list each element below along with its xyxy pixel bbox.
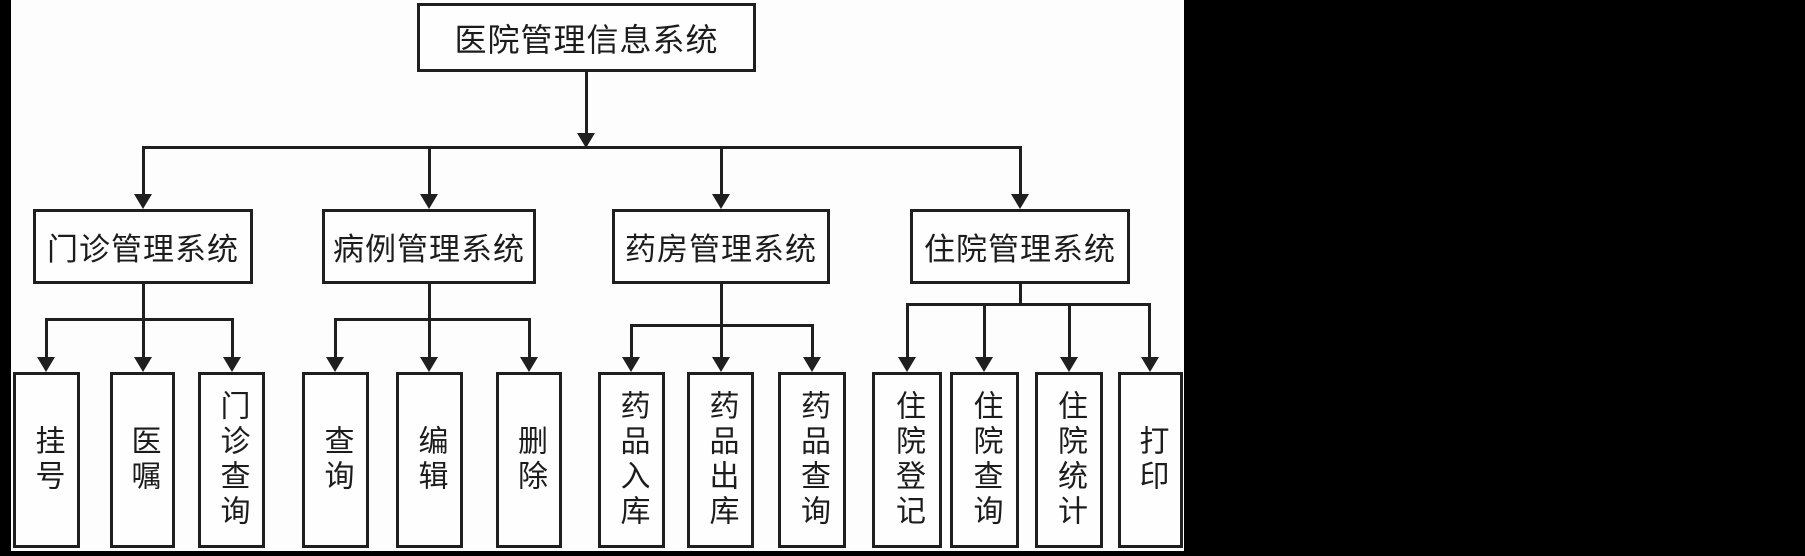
line-drop-inpatient-query [983,303,986,359]
node-inpatient-query: 住院查询 [950,372,1019,548]
line-level1-distribution [142,146,1022,149]
node-inpatient-system: 住院管理系统 [910,209,1130,284]
line-drop-outpatient [142,146,145,196]
node-registration: 挂号 [13,372,80,548]
line-drop-case [428,146,431,196]
bottom-mask-strip [0,551,1805,556]
node-drug-inbound: 药品入库 [598,372,665,548]
arrow-down-icon [223,357,241,372]
arrow-down-icon [622,357,640,372]
line-outpatient-stub [142,284,145,320]
node-outpatient-system: 门诊管理系统 [33,209,253,284]
line-drop-drug-in [630,324,633,359]
line-inpatient-distribution [906,303,1151,306]
node-medical-orders: 医嘱 [110,372,175,548]
arrow-down-icon [326,357,344,372]
arrow-down-icon [975,357,993,372]
line-drop-orders [142,318,145,359]
arrow-down-icon [1011,194,1029,209]
line-drop-edit [428,318,431,359]
node-edit: 编辑 [396,372,463,548]
node-delete: 删除 [496,372,562,548]
line-drop-outpatient-query [231,318,234,359]
arrow-down-icon [1141,357,1159,372]
node-print: 打印 [1118,372,1183,548]
arrow-down-icon [420,194,438,209]
right-mask-strip [1184,0,1805,556]
line-inpatient-stub [1019,284,1022,305]
line-pharmacy-stub [720,284,723,326]
node-hospital-mis: 医院管理信息系统 [417,3,756,72]
arrow-down-icon [712,194,730,209]
line-drop-pharmacy [720,146,723,196]
node-admission-registration: 住院登记 [872,372,942,548]
node-pharmacy-system: 药房管理系统 [612,209,830,284]
node-query: 查询 [302,372,369,548]
node-drug-outbound: 药品出库 [687,372,754,548]
node-outpatient-query: 门诊查询 [198,372,265,548]
line-drop-drug-query [811,324,814,359]
line-drop-drug-out [720,324,723,359]
arrow-down-icon [1060,357,1078,372]
line-case-stub [428,284,431,320]
arrow-down-icon [37,357,55,372]
node-case-system: 病例管理系统 [322,209,536,284]
arrow-down-icon [420,357,438,372]
line-drop-registration [45,318,48,359]
node-inpatient-statistics: 住院统计 [1035,372,1103,548]
line-root-stub [585,72,588,134]
line-outpatient-distribution [45,318,234,321]
arrow-down-icon [520,357,538,372]
arrow-down-icon [803,357,821,372]
arrow-down-icon [712,357,730,372]
arrow-down-icon [134,357,152,372]
line-drop-delete [528,318,531,359]
line-drop-inpatient [1019,146,1022,196]
node-drug-query: 药品查询 [778,372,846,548]
line-drop-statistics [1068,303,1071,359]
line-case-distribution [334,318,531,321]
line-drop-admission [906,303,909,359]
arrow-down-icon [898,357,916,372]
arrow-down-icon [134,194,152,209]
arrow-down-icon [577,133,595,148]
line-drop-query [334,318,337,359]
left-mask-strip [0,0,11,556]
line-drop-print [1148,303,1151,359]
